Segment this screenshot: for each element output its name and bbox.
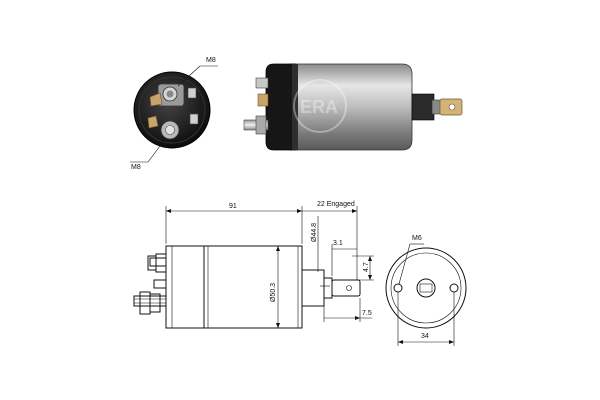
- svg-text:ERA: ERA: [300, 97, 338, 117]
- label-m8-bottom: M8: [131, 164, 141, 171]
- drawing-terminals: [133, 253, 167, 315]
- solenoid-body-outline: [203, 245, 303, 329]
- label-m6: M6: [412, 235, 422, 242]
- dim-7-5: 7.5: [362, 310, 372, 317]
- dim-3-1: 3.1: [333, 240, 343, 247]
- dim-dia-44-8: Ø44.8: [311, 223, 318, 242]
- dim-34: 34: [421, 333, 429, 340]
- lower-terminal: [147, 113, 199, 140]
- dim-22-engaged: 22 Engaged: [317, 201, 355, 208]
- side-photo: ERA: [243, 63, 463, 151]
- end-view: M6 34: [385, 235, 467, 346]
- dim-dia-50-3: Ø50.3: [270, 283, 277, 302]
- dim-91: 91: [229, 203, 237, 210]
- era-watermark: ERA: [293, 79, 347, 133]
- side-drawing: 91 22 Engaged Ø50.3 Ø44.8 3.1: [133, 201, 374, 329]
- front-photo: M8 M8: [130, 57, 218, 171]
- mounting-hole-right: [449, 283, 459, 293]
- upper-terminal: [149, 83, 197, 107]
- mounting-hole-left: [393, 283, 403, 293]
- label-m8-top: M8: [206, 57, 216, 64]
- dim-4-7: 4.7: [363, 262, 370, 272]
- leader-top: [177, 65, 201, 87]
- leader-bottom: [147, 137, 167, 163]
